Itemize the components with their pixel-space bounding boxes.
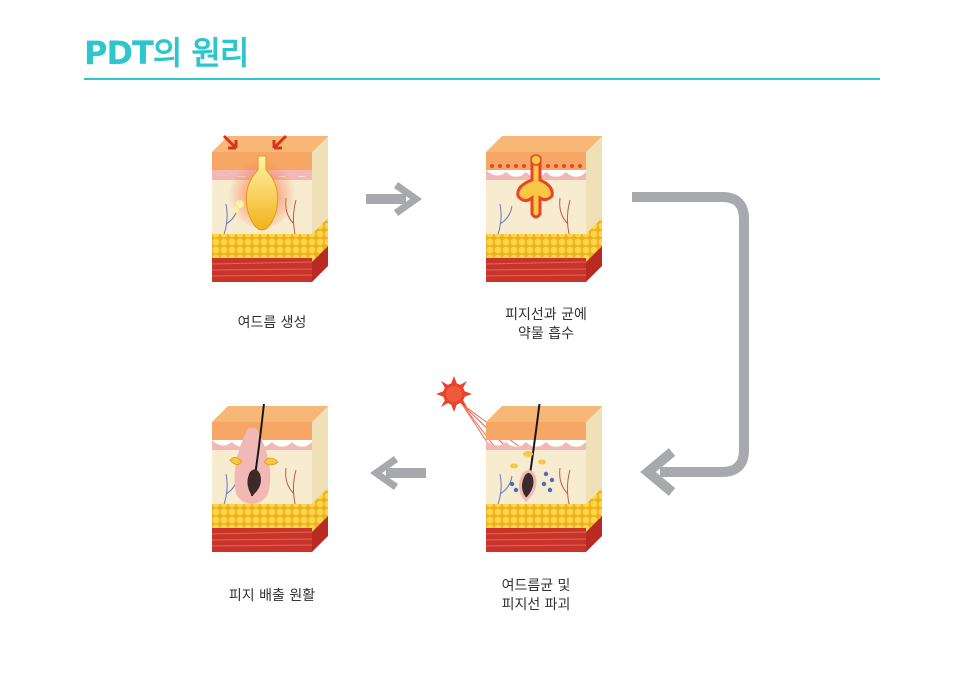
caption-line: 여드름균 및: [501, 578, 571, 594]
step-caption-acne-formation: 여드름 생성: [182, 314, 362, 333]
page-title: PDT의 원리: [84, 34, 249, 72]
flow-arrow-left: [364, 454, 428, 496]
caption-line: 피지 배출 원활: [228, 588, 316, 604]
skin-block-sebum-discharge: [212, 404, 332, 564]
flow-arrow-right: [364, 180, 428, 222]
skin-block-bacteria-destruction: [486, 404, 606, 564]
sun-icon: [436, 376, 472, 412]
step-caption-drug-absorption: 피지선과 균에 약물 흡수: [456, 306, 636, 344]
title-divider: [84, 78, 880, 80]
caption-line: 피지선과 균에: [505, 307, 587, 323]
step-caption-bacteria-destruction: 여드름균 및 피지선 파괴: [446, 577, 626, 615]
caption-line: 피지선 파괴: [501, 597, 571, 613]
step-caption-sebum-discharge: 피지 배출 원활: [182, 587, 362, 606]
skin-block-drug-absorption: [486, 134, 606, 294]
skin-block-acne-formation: [212, 134, 332, 294]
caption-line: 약물 흡수: [518, 326, 574, 342]
caption-line: 여드름 생성: [237, 315, 307, 331]
